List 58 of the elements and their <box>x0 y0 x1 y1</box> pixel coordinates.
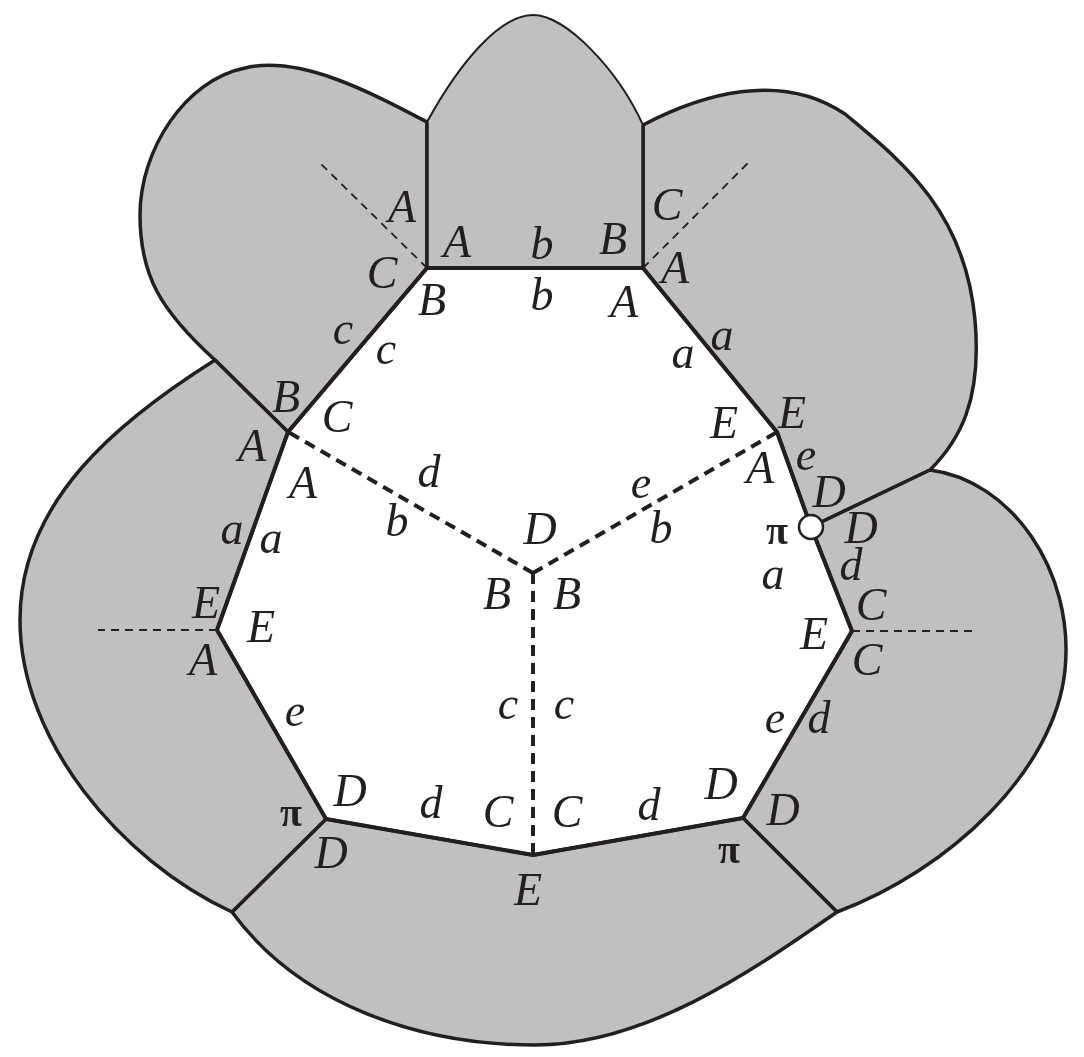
angle-label: D <box>313 835 349 871</box>
angle-label: B <box>416 282 448 318</box>
angle-label: C <box>365 255 399 291</box>
angle-label: A <box>743 450 776 486</box>
angle-label: π <box>279 798 303 828</box>
angle-label: B <box>481 576 513 612</box>
angle-label: D <box>812 474 846 510</box>
side-label: b <box>529 277 555 313</box>
side-label: e <box>794 437 817 473</box>
side-label: e <box>763 700 787 736</box>
angle-label: B <box>597 221 629 257</box>
angle-label: C <box>320 399 354 435</box>
angle-label: A <box>385 189 418 225</box>
angle-label: A <box>286 465 319 501</box>
side-label: a <box>219 511 245 547</box>
angle-label: C <box>855 587 888 623</box>
angle-label: A <box>235 428 268 464</box>
side-label: a <box>709 317 735 353</box>
angle-label: D <box>332 773 368 809</box>
angle-label: A <box>607 284 640 320</box>
angle-label: A <box>186 642 219 678</box>
side-label: e <box>629 465 653 501</box>
side-label: b <box>384 503 410 539</box>
angle-label: C <box>481 794 515 830</box>
angle-label: B <box>270 379 302 415</box>
angle-label: E <box>245 609 277 645</box>
side-label: b <box>529 226 555 262</box>
side-label: c <box>496 686 520 722</box>
side-label: c <box>374 331 398 367</box>
angle-label: π <box>717 835 741 865</box>
angle-label: C <box>850 642 884 678</box>
angle-label: D <box>765 792 801 828</box>
angle-label: E <box>708 405 740 441</box>
side-label: d <box>418 785 444 821</box>
side-label: e <box>283 693 307 729</box>
side-label: d <box>416 454 442 490</box>
side-label: d <box>636 787 662 823</box>
side-label: c <box>331 311 355 347</box>
angle-label: D <box>703 766 739 802</box>
angle-label: A <box>440 224 473 260</box>
side-label: d <box>838 547 863 583</box>
side-label: b <box>648 510 674 546</box>
side-label: d <box>806 700 832 736</box>
angle-label: B <box>551 576 583 612</box>
angle-label: E <box>776 395 808 431</box>
angle-label: A <box>658 250 691 286</box>
side-label: a <box>760 556 786 592</box>
angle-label: C <box>650 187 684 223</box>
side-label: a <box>258 520 284 556</box>
angle-label: D <box>522 511 558 547</box>
angle-label: C <box>550 794 584 830</box>
angle-label: E <box>512 872 544 908</box>
angle-label: D <box>844 510 879 546</box>
angle-label: π <box>765 516 789 546</box>
side-label: a <box>670 335 696 371</box>
angle-label: E <box>798 616 830 652</box>
angle-label: E <box>190 585 222 621</box>
side-label: c <box>552 686 576 722</box>
